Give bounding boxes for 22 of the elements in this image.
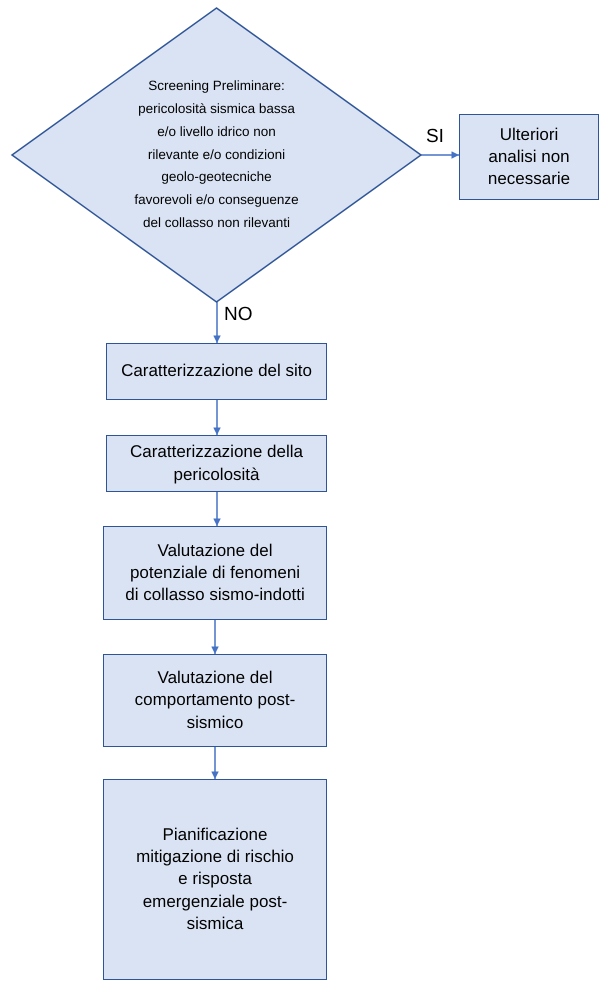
node-text: Caratterizzazione del sito	[120, 360, 313, 382]
node-text: Ulteriori analisi non necessarie	[486, 124, 572, 190]
edge-label: NO	[224, 304, 252, 326]
process-box	[103, 526, 327, 620]
node-text: Valutazione del potenziale di fenomeni di collasso sismo-indotti	[125, 540, 305, 606]
process-box	[106, 343, 327, 400]
process-box	[106, 435, 327, 492]
arrow	[211, 747, 219, 779]
node-text: Caratterizzazione della pericolosità	[129, 441, 304, 486]
node-text: Pianificazione mitigazione di rischio e risposta emergenziale post-sismica	[135, 824, 295, 935]
arrow	[213, 400, 221, 435]
decision-diamond	[12, 8, 421, 302]
process-box	[459, 114, 599, 200]
arrow	[213, 492, 221, 526]
process-box	[103, 779, 327, 980]
arrow	[211, 620, 219, 654]
edge-label: SI	[426, 126, 444, 148]
process-box	[103, 654, 327, 747]
node-text: Screening Preliminare: pericolosità sismica bassa e/o livello idrico non rilevante e/o condizioni geolo-geotecniche favorevoli e/o conseguenze del collasso non rilevanti	[133, 76, 300, 232]
node-text: Valutazione del comportamento post-sismico	[134, 667, 296, 734]
arrow	[421, 151, 459, 159]
arrow	[213, 302, 221, 343]
